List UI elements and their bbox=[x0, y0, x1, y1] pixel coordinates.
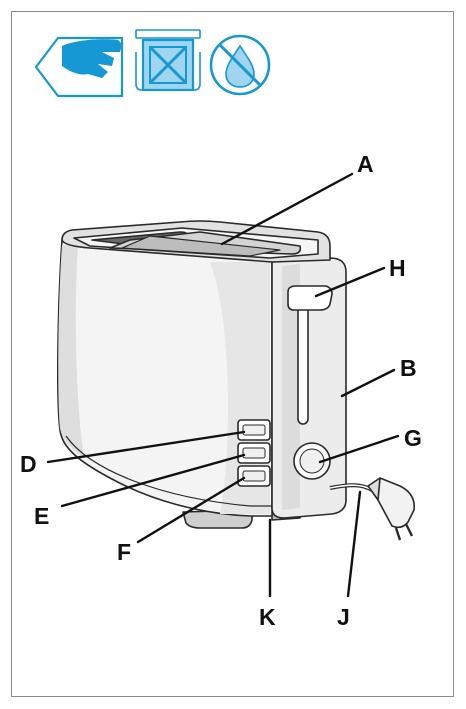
no-dishwasher-icon bbox=[135, 29, 201, 92]
lever bbox=[287, 285, 333, 311]
label-j: J bbox=[337, 604, 350, 630]
toaster bbox=[57, 220, 416, 541]
label-g: G bbox=[404, 425, 422, 451]
label-b: B bbox=[400, 355, 417, 381]
lever-slot bbox=[297, 295, 309, 425]
label-f: F bbox=[117, 539, 131, 565]
no-water-icon bbox=[209, 34, 271, 96]
label-d: D bbox=[20, 451, 37, 477]
label-k: K bbox=[259, 604, 276, 630]
label-a: A bbox=[357, 151, 374, 177]
power-plug bbox=[367, 477, 416, 541]
label-e: E bbox=[34, 503, 49, 529]
leader-lines bbox=[46, 172, 400, 598]
label-h: H bbox=[389, 255, 406, 281]
hand-wipe-icon bbox=[34, 36, 124, 98]
